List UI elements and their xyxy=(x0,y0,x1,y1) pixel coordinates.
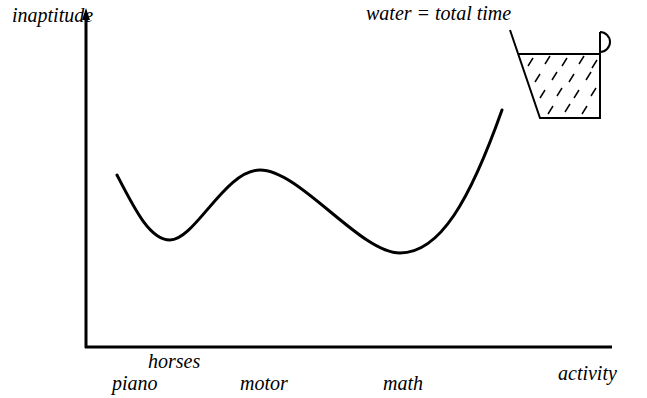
category-label: motor xyxy=(240,372,288,394)
icon-caption: water = total time xyxy=(366,2,511,24)
category-label: piano xyxy=(112,372,158,394)
x-axis xyxy=(85,346,612,349)
category-label: math xyxy=(383,372,423,394)
bucket-icon xyxy=(510,30,610,118)
axis-label: activity xyxy=(558,362,617,384)
axis-label: inaptitude xyxy=(12,4,93,26)
category-label: horses xyxy=(148,350,200,372)
inaptitude-curve xyxy=(117,110,502,253)
y-axis xyxy=(85,14,88,348)
